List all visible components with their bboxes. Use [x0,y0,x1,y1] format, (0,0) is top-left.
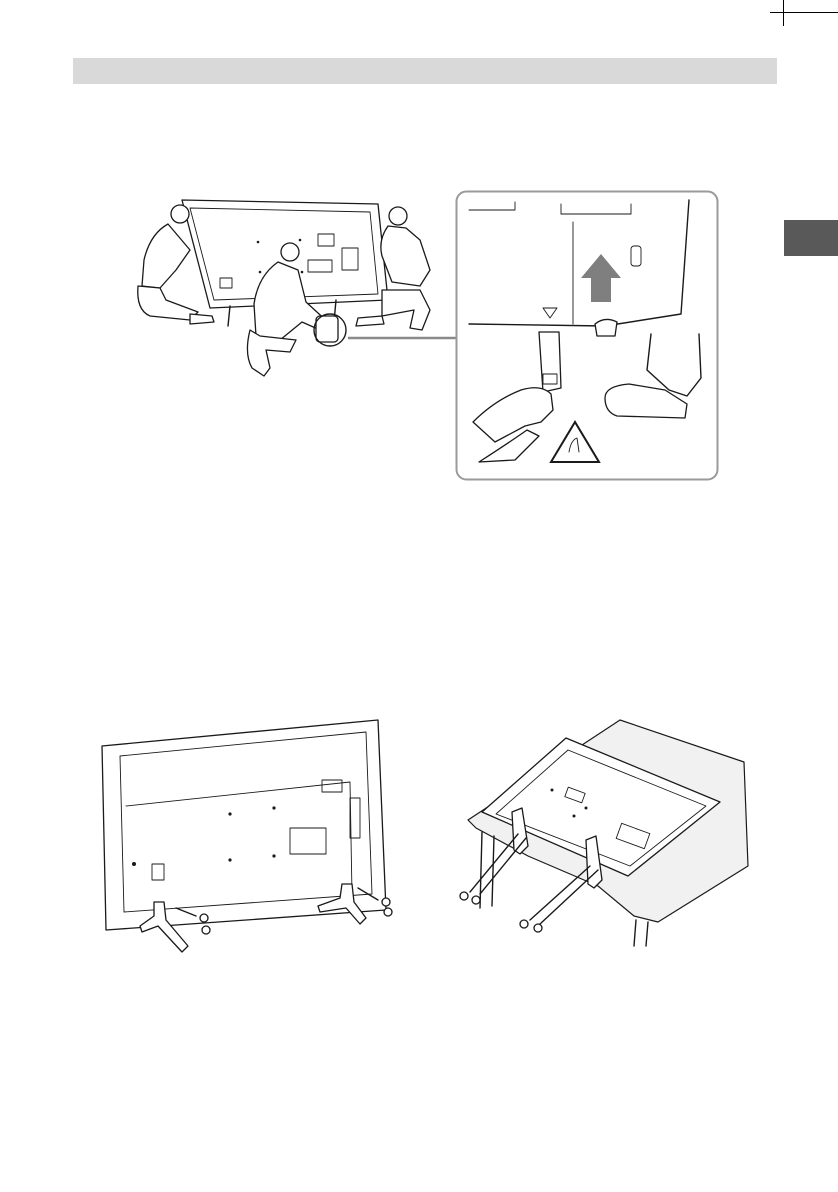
stand-icon [539,332,561,392]
figure-attach-stand-upright [96,716,406,956]
crop-mark-top-vertical [783,0,784,26]
crop-mark-top-horizontal [770,12,838,13]
figure-remove-stand-detail [455,190,720,482]
section-side-tab [784,220,838,256]
figure-attach-stand-on-table [448,716,758,956]
figure-remove-stand-people [120,190,460,390]
section-header-band [73,58,777,84]
